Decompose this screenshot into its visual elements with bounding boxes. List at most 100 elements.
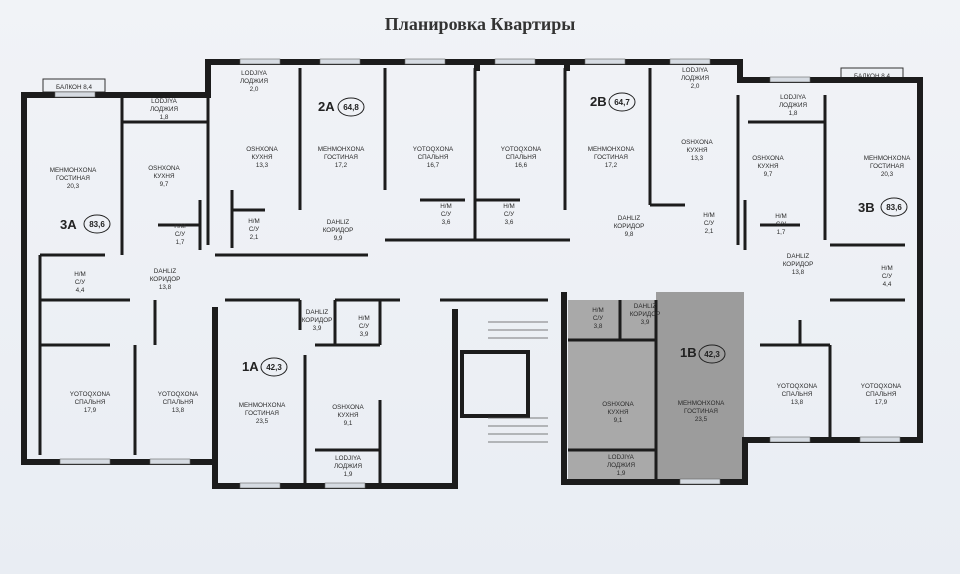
room-1b-hall-area: 3,9 (641, 319, 650, 326)
room-2a-loggia-name-uz: LODJIYA (241, 70, 268, 77)
room-2b-living-name-ru: ГОСТИНАЯ (594, 154, 628, 161)
room-2b-bath-name-ru: С/У (504, 211, 515, 218)
room-2b-wc: H/MС/У2,1 (703, 212, 715, 235)
room-1b-loggia-name-ru: ЛОДЖИЯ (607, 462, 635, 469)
room-1b-living-name-ru: ГОСТИНАЯ (684, 408, 718, 415)
room-2a-bath: H/MС/У3,6 (440, 203, 452, 226)
room-2b-loggia-name-ru: ЛОДЖИЯ (681, 75, 709, 82)
svg-text:64,7: 64,7 (614, 98, 630, 107)
room-2a-hall-area: 9,9 (334, 235, 343, 242)
room-2b-bath-name-uz: H/M (503, 203, 515, 210)
interior-walls (38, 68, 905, 486)
svg-text:42,3: 42,3 (704, 350, 720, 359)
room-3b-bath-name-uz: H/M (881, 265, 893, 272)
room-1a-bath-name-uz: H/M (358, 315, 370, 322)
room-3b-living-name-uz: MEHMOHXONA (864, 155, 911, 162)
room-2a-hall-name-uz: DAHLIZ (327, 219, 350, 226)
room-2b-bed-name-ru: СПАЛЬНЯ (506, 154, 537, 161)
room-3a-hall-name-uz: DAHLIZ (154, 268, 177, 275)
room-2b-kitchen-name-uz: OSHXONA (681, 139, 713, 146)
room-3a-loggia-name-ru: ЛОДЖИЯ (150, 106, 178, 113)
room-2b-bed-area: 16,6 (515, 162, 528, 169)
room-1a-kitchen-area: 9,1 (344, 420, 353, 427)
room-1a-living-area: 23,5 (256, 418, 269, 425)
room-3a-bed2-name-ru: СПАЛЬНЯ (163, 399, 194, 406)
room-2a-bath-name-uz: H/M (440, 203, 452, 210)
room-2b-living-name-uz: MEHMOHXONA (588, 146, 635, 153)
room-1b-living-area: 23,5 (695, 416, 708, 423)
room-2a-bath-name-ru: С/У (441, 211, 452, 218)
room-3a-wc-name-uz: H/M (174, 223, 186, 230)
room-1a-living-name-ru: ГОСТИНАЯ (245, 410, 279, 417)
room-3b-wc-name-uz: H/M (775, 213, 787, 220)
svg-text:42,3: 42,3 (266, 363, 282, 372)
room-3b-bed1-area: 13,8 (791, 399, 804, 406)
room-1b-bath: H/MС/У3,8 (592, 307, 604, 330)
room-1a-hall-name-ru: КОРИДОР (302, 317, 333, 324)
room-2a-bath-area: 3,6 (442, 219, 451, 226)
room-2a-living-area: 17,2 (335, 162, 348, 169)
room-1a-bath: H/MС/У3,9 (358, 315, 370, 338)
room-2a-wc-name-ru: С/У (249, 226, 260, 233)
room-3b-bed1-name-ru: СПАЛЬНЯ (782, 391, 813, 398)
apartment-1a-tag: 1A 42,3 (242, 357, 288, 377)
room-3a-wc-area: 1,7 (176, 239, 185, 246)
room-3b-wc-name-ru: С/У (776, 221, 787, 228)
room-3b-wc: H/MС/У1,7 (775, 213, 787, 236)
room-2a-bed-name-ru: СПАЛЬНЯ (418, 154, 449, 161)
room-1b-hall-name-uz: DAHLIZ (634, 303, 657, 310)
room-1b-kitchen-name-uz: OSHXONA (602, 401, 634, 408)
room-3b-wc-area: 1,7 (777, 229, 786, 236)
room-3b-bath: H/MС/У4,4 (881, 265, 893, 288)
room-1a-loggia-area: 1,9 (344, 471, 353, 478)
room-2b-hall-name-uz: DAHLIZ (618, 215, 641, 222)
svg-text:64,8: 64,8 (343, 103, 359, 112)
room-3b-bath-area: 4,4 (883, 281, 892, 288)
room-3b-hall-name-uz: DAHLIZ (787, 253, 810, 260)
svg-text:2B: 2B (590, 94, 607, 109)
room-3a-loggia-area: 1,8 (160, 114, 169, 121)
apartment-2b-tag: 2B 64,7 (590, 92, 636, 112)
room-2b-loggia-area: 2,0 (691, 83, 700, 90)
room-3a-living-name-uz: MEHMOHXONA (50, 167, 97, 174)
room-3a-loggia-name-uz: LODJIYA (151, 98, 178, 105)
svg-text:1A: 1A (242, 359, 259, 374)
apartment-tags: 3A 83,6 2A 64,8 2B 64,7 3B 83,6 1A 42,3 … (60, 92, 908, 377)
room-1a-hall-name-uz: DAHLIZ (306, 309, 329, 316)
balcony-left-label: БАЛКОН 8,4 (56, 84, 93, 91)
room-1a-bath-name-ru: С/У (359, 323, 370, 330)
room-3a-bed1-area: 17,9 (84, 407, 97, 414)
room-1b-bath-name-uz: H/M (592, 307, 604, 314)
room-3a-bath-name-uz: H/M (74, 271, 86, 278)
room-3b-bed1-name-uz: YOTOQXONA (777, 383, 818, 390)
room-1b-loggia-area: 1,9 (617, 470, 626, 477)
room-2a-kitchen-area: 13,3 (256, 162, 269, 169)
room-1a-loggia-name-uz: LODJIYA (335, 455, 362, 462)
balcony-left: БАЛКОН 8,4 (42, 78, 106, 93)
room-3a-bed2-area: 13,8 (172, 407, 185, 414)
svg-text:83,6: 83,6 (89, 220, 105, 229)
room-1b-living-name-uz: MEHMOHXONA (678, 400, 725, 407)
apartment-2a-tag: 2A 64,8 (318, 97, 365, 117)
room-2b-wc-name-ru: С/У (704, 220, 715, 227)
room-3b-kitchen-name-uz: OSHXONA (752, 155, 784, 162)
svg-text:3A: 3A (60, 217, 77, 232)
room-1b-bath-name-ru: С/У (593, 315, 604, 322)
room-1a-hall-area: 3,9 (313, 325, 322, 332)
